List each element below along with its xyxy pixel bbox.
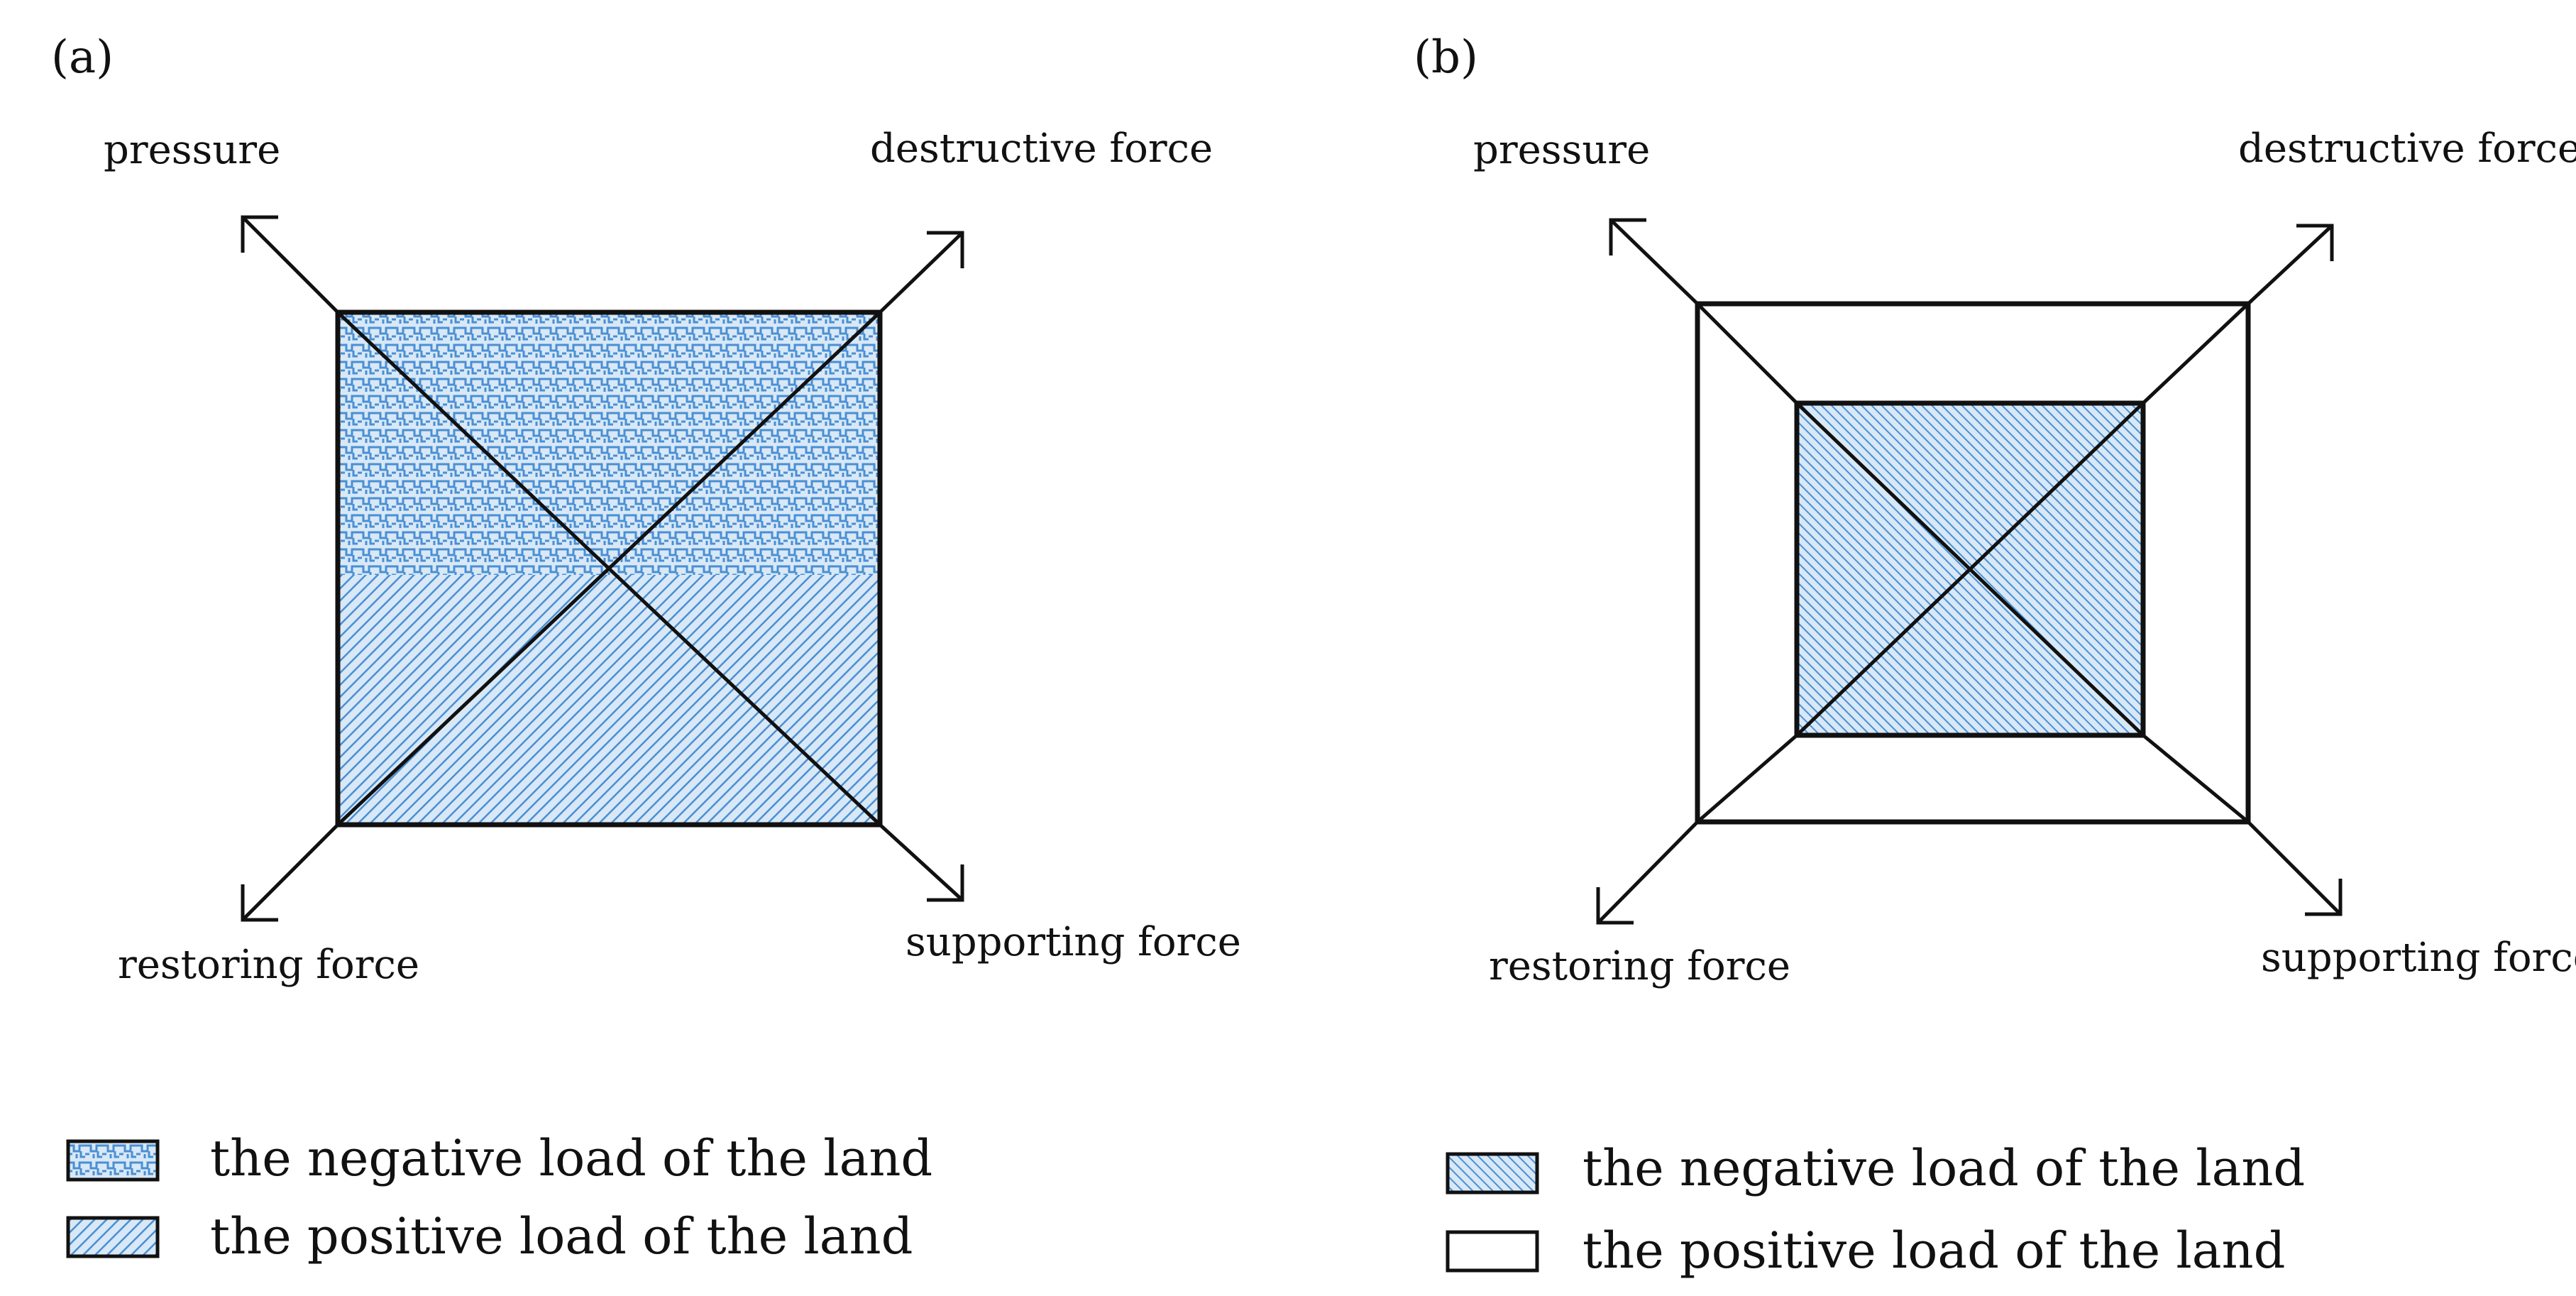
panel-a-legend-swatch-negative [66, 1139, 160, 1182]
panel-b-arrow-restoring [1597, 820, 1699, 924]
panel-b-arrowhead-destructive [2296, 224, 2334, 261]
panel-a-label: (a) [51, 31, 114, 84]
panel-a: (a) pressure destructive force restoring… [51, 31, 1241, 1265]
panel-a-arrowhead-pressure [241, 215, 278, 253]
panel-a-arrow-supporting [879, 823, 964, 901]
panel-a-legend-swatch-positive [66, 1216, 160, 1258]
panel-a-diagonal-2 [336, 311, 881, 826]
panel-b-label-supporting-force: supporting force [2261, 935, 2576, 981]
panel-a-arrow-restoring [241, 823, 339, 921]
panel-b-connector-top-right [2142, 302, 2250, 405]
panel-a-arrow-destructive [879, 231, 964, 314]
panel-b-arrowhead-restoring [1596, 887, 1634, 925]
panel-a-arrowhead-destructive [927, 231, 964, 268]
panel-b-legend-swatch-positive [1446, 1230, 1539, 1273]
panel-a-arrow-pressure [241, 216, 339, 314]
panel-b-label-pressure: pressure [1473, 127, 1650, 173]
panel-a-positive-load-area [338, 575, 880, 825]
panel-a-negative-load-area [338, 312, 880, 575]
panel-b-arrow-pressure [1609, 219, 1699, 305]
panel-a-label-supporting-force: supporting force [906, 919, 1241, 965]
panel-a-label-destructive-force: destructive force [870, 126, 1213, 172]
panel-a-legend: the negative load of the land the positi… [66, 1129, 932, 1265]
panel-b-outer-square [1695, 301, 2251, 825]
panel-b-connector-bottom-left [1696, 734, 1798, 823]
panel-b-legend-swatch-negative [1446, 1152, 1539, 1195]
panel-b-legend-label-positive: the positive load of the land [1583, 1221, 2285, 1280]
panel-b-connector-bottom-right [2142, 734, 2250, 823]
panel-b-arrow-supporting [2247, 820, 2342, 916]
panel-a-square [335, 309, 883, 828]
panel-b-arrowhead-supporting [2305, 879, 2343, 916]
panel-b: (b) pressure destructive force restoring… [1414, 31, 2576, 1280]
panel-b-arrow-destructive [2247, 224, 2333, 305]
panel-b-connector-top-left [1696, 302, 1798, 405]
panel-a-legend-label-negative: the negative load of the land [210, 1129, 932, 1187]
panel-b-label-destructive-force: destructive force [2238, 126, 2576, 172]
panel-b-legend-label-negative: the negative load of the land [1583, 1139, 2305, 1197]
panel-b-label: (b) [1414, 31, 1478, 84]
panel-b-legend: the negative load of the land the positi… [1446, 1139, 2305, 1280]
panel-b-arrowhead-pressure [1609, 218, 1646, 256]
panel-b-diagonal-2 [1795, 402, 2145, 737]
panel-b-label-restoring-force: restoring force [1489, 943, 1790, 989]
panel-a-label-restoring-force: restoring force [118, 942, 419, 988]
panel-a-legend-label-positive: the positive load of the land [210, 1207, 913, 1265]
panel-a-arrowhead-supporting [927, 864, 964, 902]
panel-a-arrowhead-restoring [241, 884, 278, 922]
panel-a-label-pressure: pressure [104, 127, 280, 173]
